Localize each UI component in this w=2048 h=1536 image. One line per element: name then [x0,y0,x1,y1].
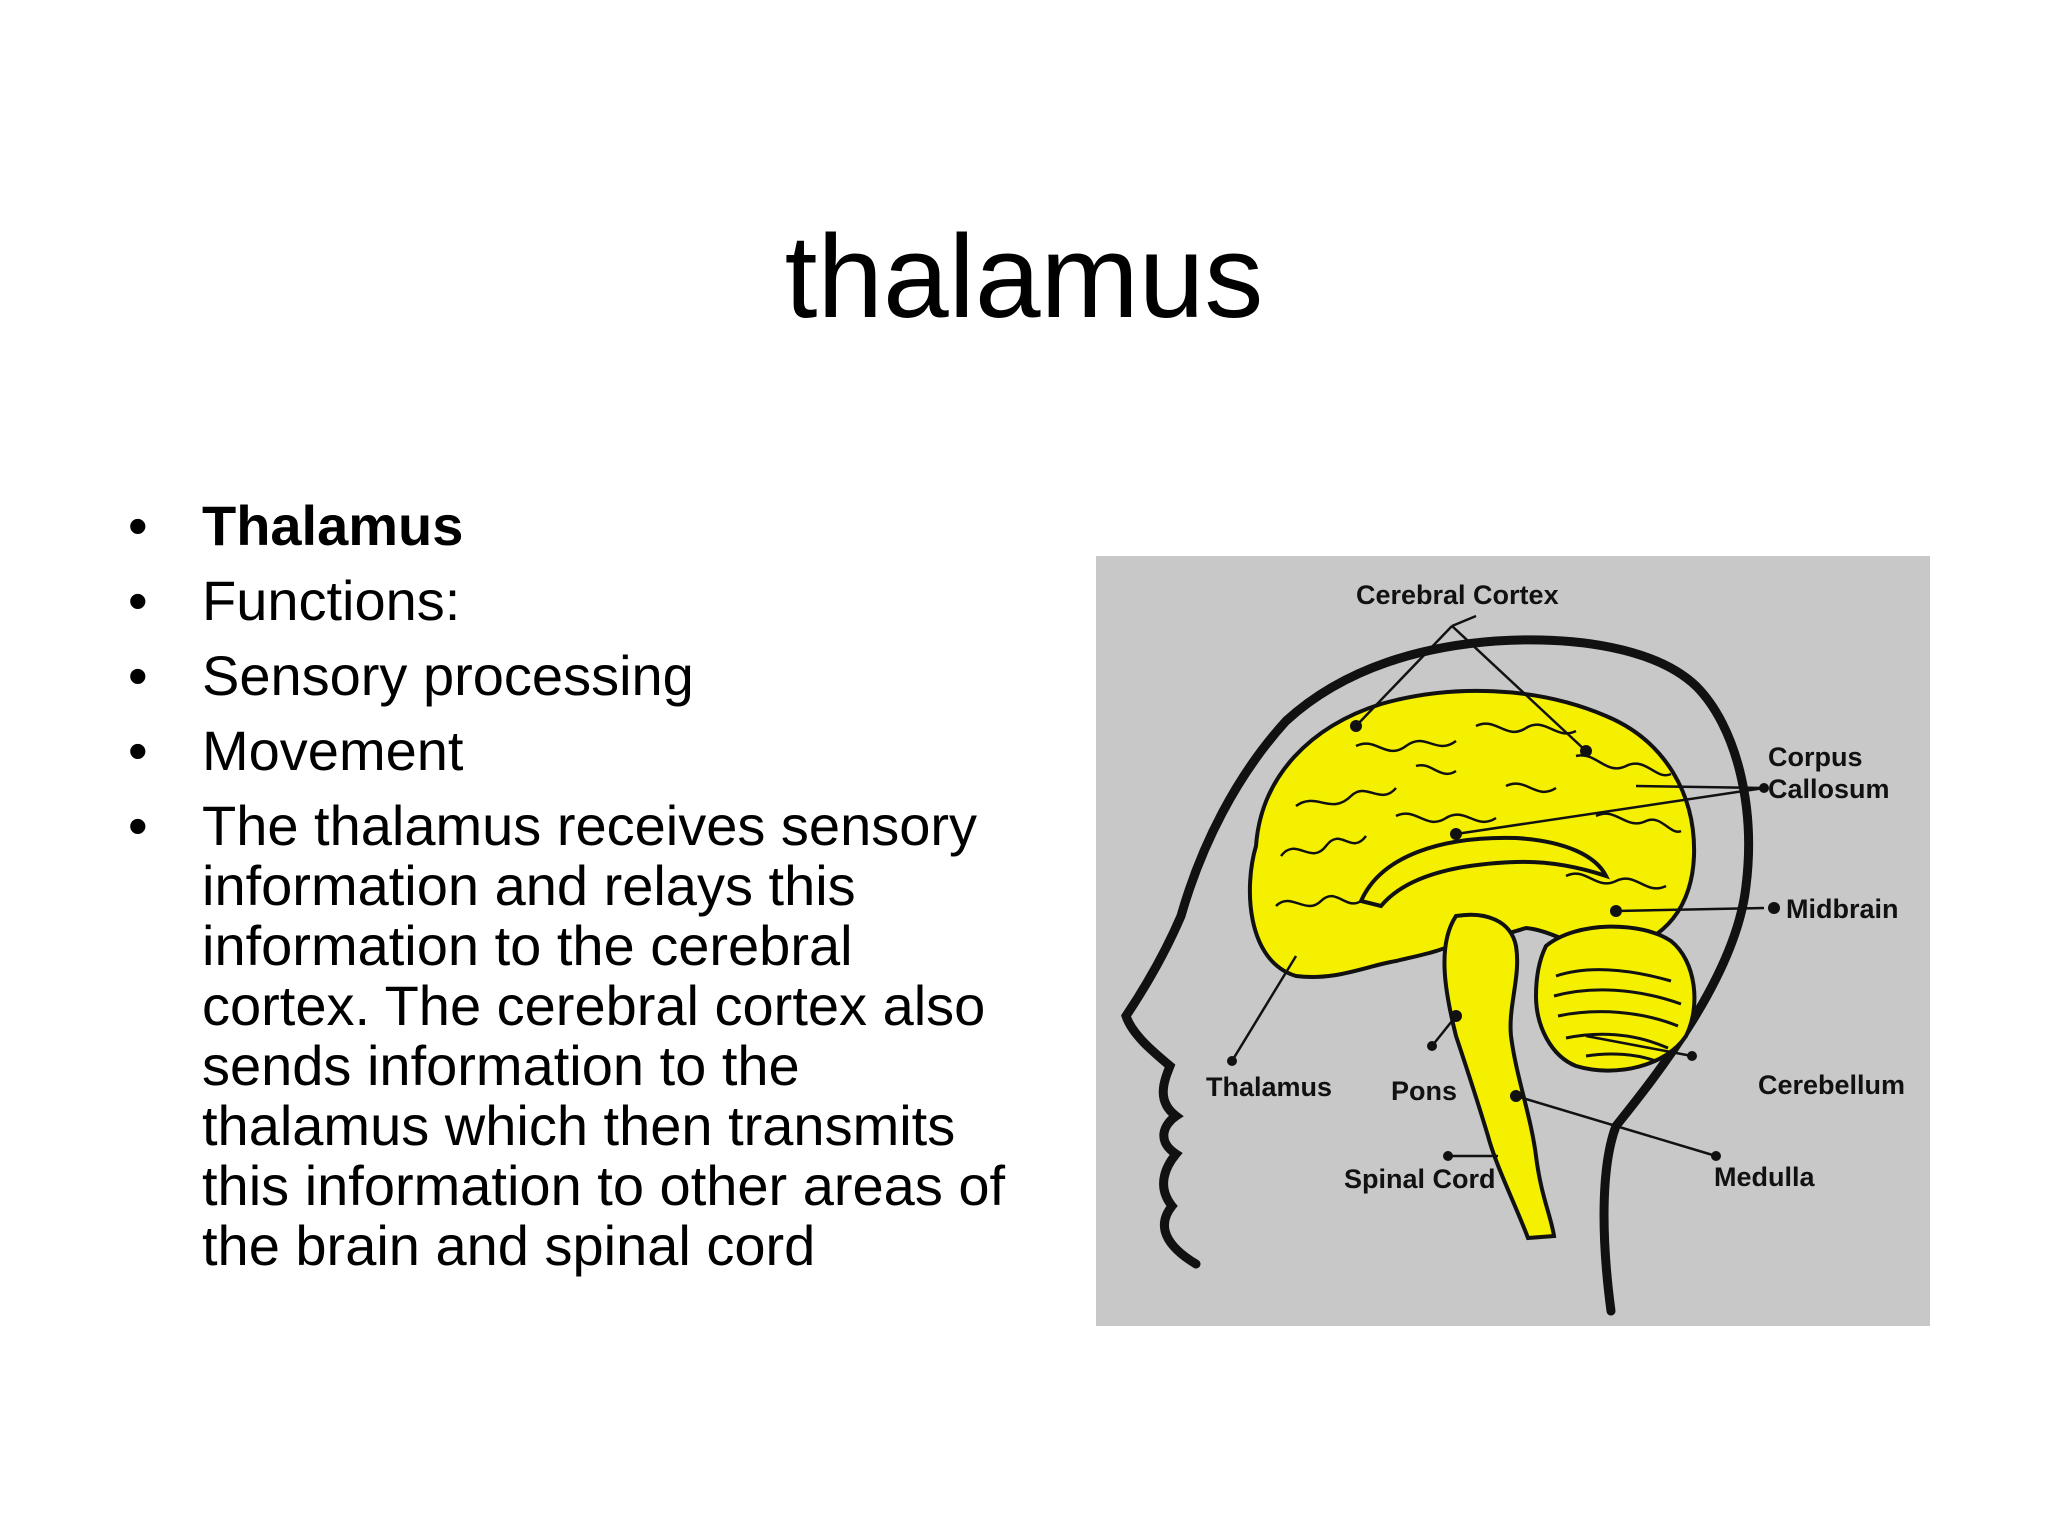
cerebellum-shape [1533,924,1697,1073]
pointer-dots [1227,720,1780,1161]
bullet-marker: • [128,569,148,632]
bullet-list: • Thalamus • Functions: • Sensory proces… [124,496,1024,1291]
bullet-item: • The thalamus receives sensory informat… [124,796,1024,1276]
bullet-text-thalamus: Thalamus [202,494,464,557]
label-cerebellum: Cerebellum [1758,1070,1905,1100]
pointer-lines [1230,614,1765,1158]
bullet-item: • Thalamus [124,496,1024,556]
label-callosum: Callosum [1768,774,1890,804]
bullet-text-sensory: Sensory processing [202,644,694,707]
corpus-callosum-shape [1358,835,1610,909]
label-medulla: Medulla [1714,1162,1815,1192]
bullet-marker: • [128,644,148,707]
bullet-marker: • [128,494,148,557]
label-pons: Pons [1391,1076,1457,1106]
bullet-text-functions: Functions: [202,569,461,632]
label-corpus: Corpus [1768,742,1863,772]
bullet-marker: • [128,719,148,782]
head-profile-outline [1121,635,1753,1316]
bullet-marker: • [128,794,148,857]
brainstem-shape [1442,912,1557,1241]
label-cerebral-cortex: Cerebral Cortex [1356,580,1559,610]
label-thalamus: Thalamus [1206,1072,1332,1102]
cortex-folds [1275,722,1682,908]
bullet-item: • Movement [124,721,1024,781]
brain-diagram-svg: Cerebral Cortex Corpus Callosum Midbrain… [1096,556,1930,1326]
bullet-text-movement: Movement [202,719,464,782]
label-spinal-cord: Spinal Cord [1344,1164,1496,1194]
brain-diagram: Cerebral Cortex Corpus Callosum Midbrain… [1096,556,1930,1326]
bullet-item: • Sensory processing [124,646,1024,706]
label-midbrain: Midbrain [1786,894,1899,924]
cerebellum-folds [1553,968,1682,1063]
bullet-item: • Functions: [124,571,1024,631]
bullet-text-description: The thalamus receives sensory informatio… [202,794,1006,1277]
slide-title: thalamus [784,211,1264,344]
